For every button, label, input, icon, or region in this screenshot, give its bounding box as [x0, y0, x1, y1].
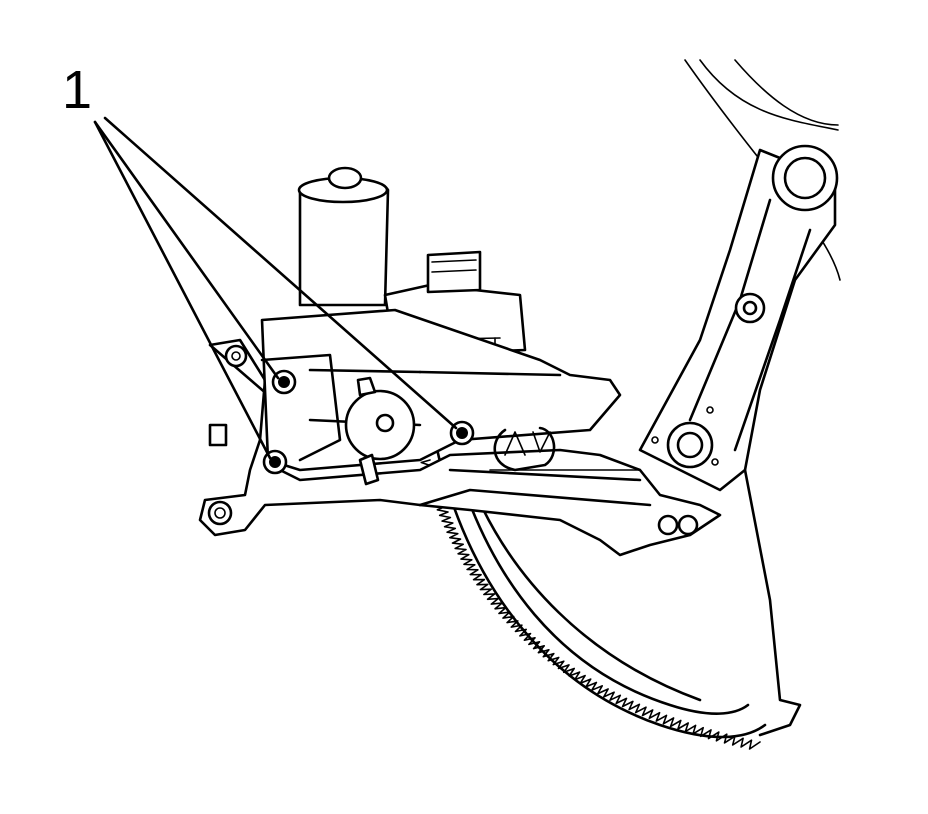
leader-center-bolt	[103, 116, 458, 430]
regulator-arm	[638, 59, 841, 737]
gearbox	[260, 308, 622, 472]
callout-label-1: 1	[62, 60, 92, 120]
callout-leaders	[93, 116, 458, 460]
mounting-plate	[198, 338, 722, 557]
gear-teeth	[420, 459, 761, 750]
sector-gear	[420, 438, 767, 750]
leader-upper-left-bolt	[93, 120, 280, 380]
motor-housing	[260, 166, 641, 486]
leader-lower-left-bolt	[93, 120, 272, 460]
